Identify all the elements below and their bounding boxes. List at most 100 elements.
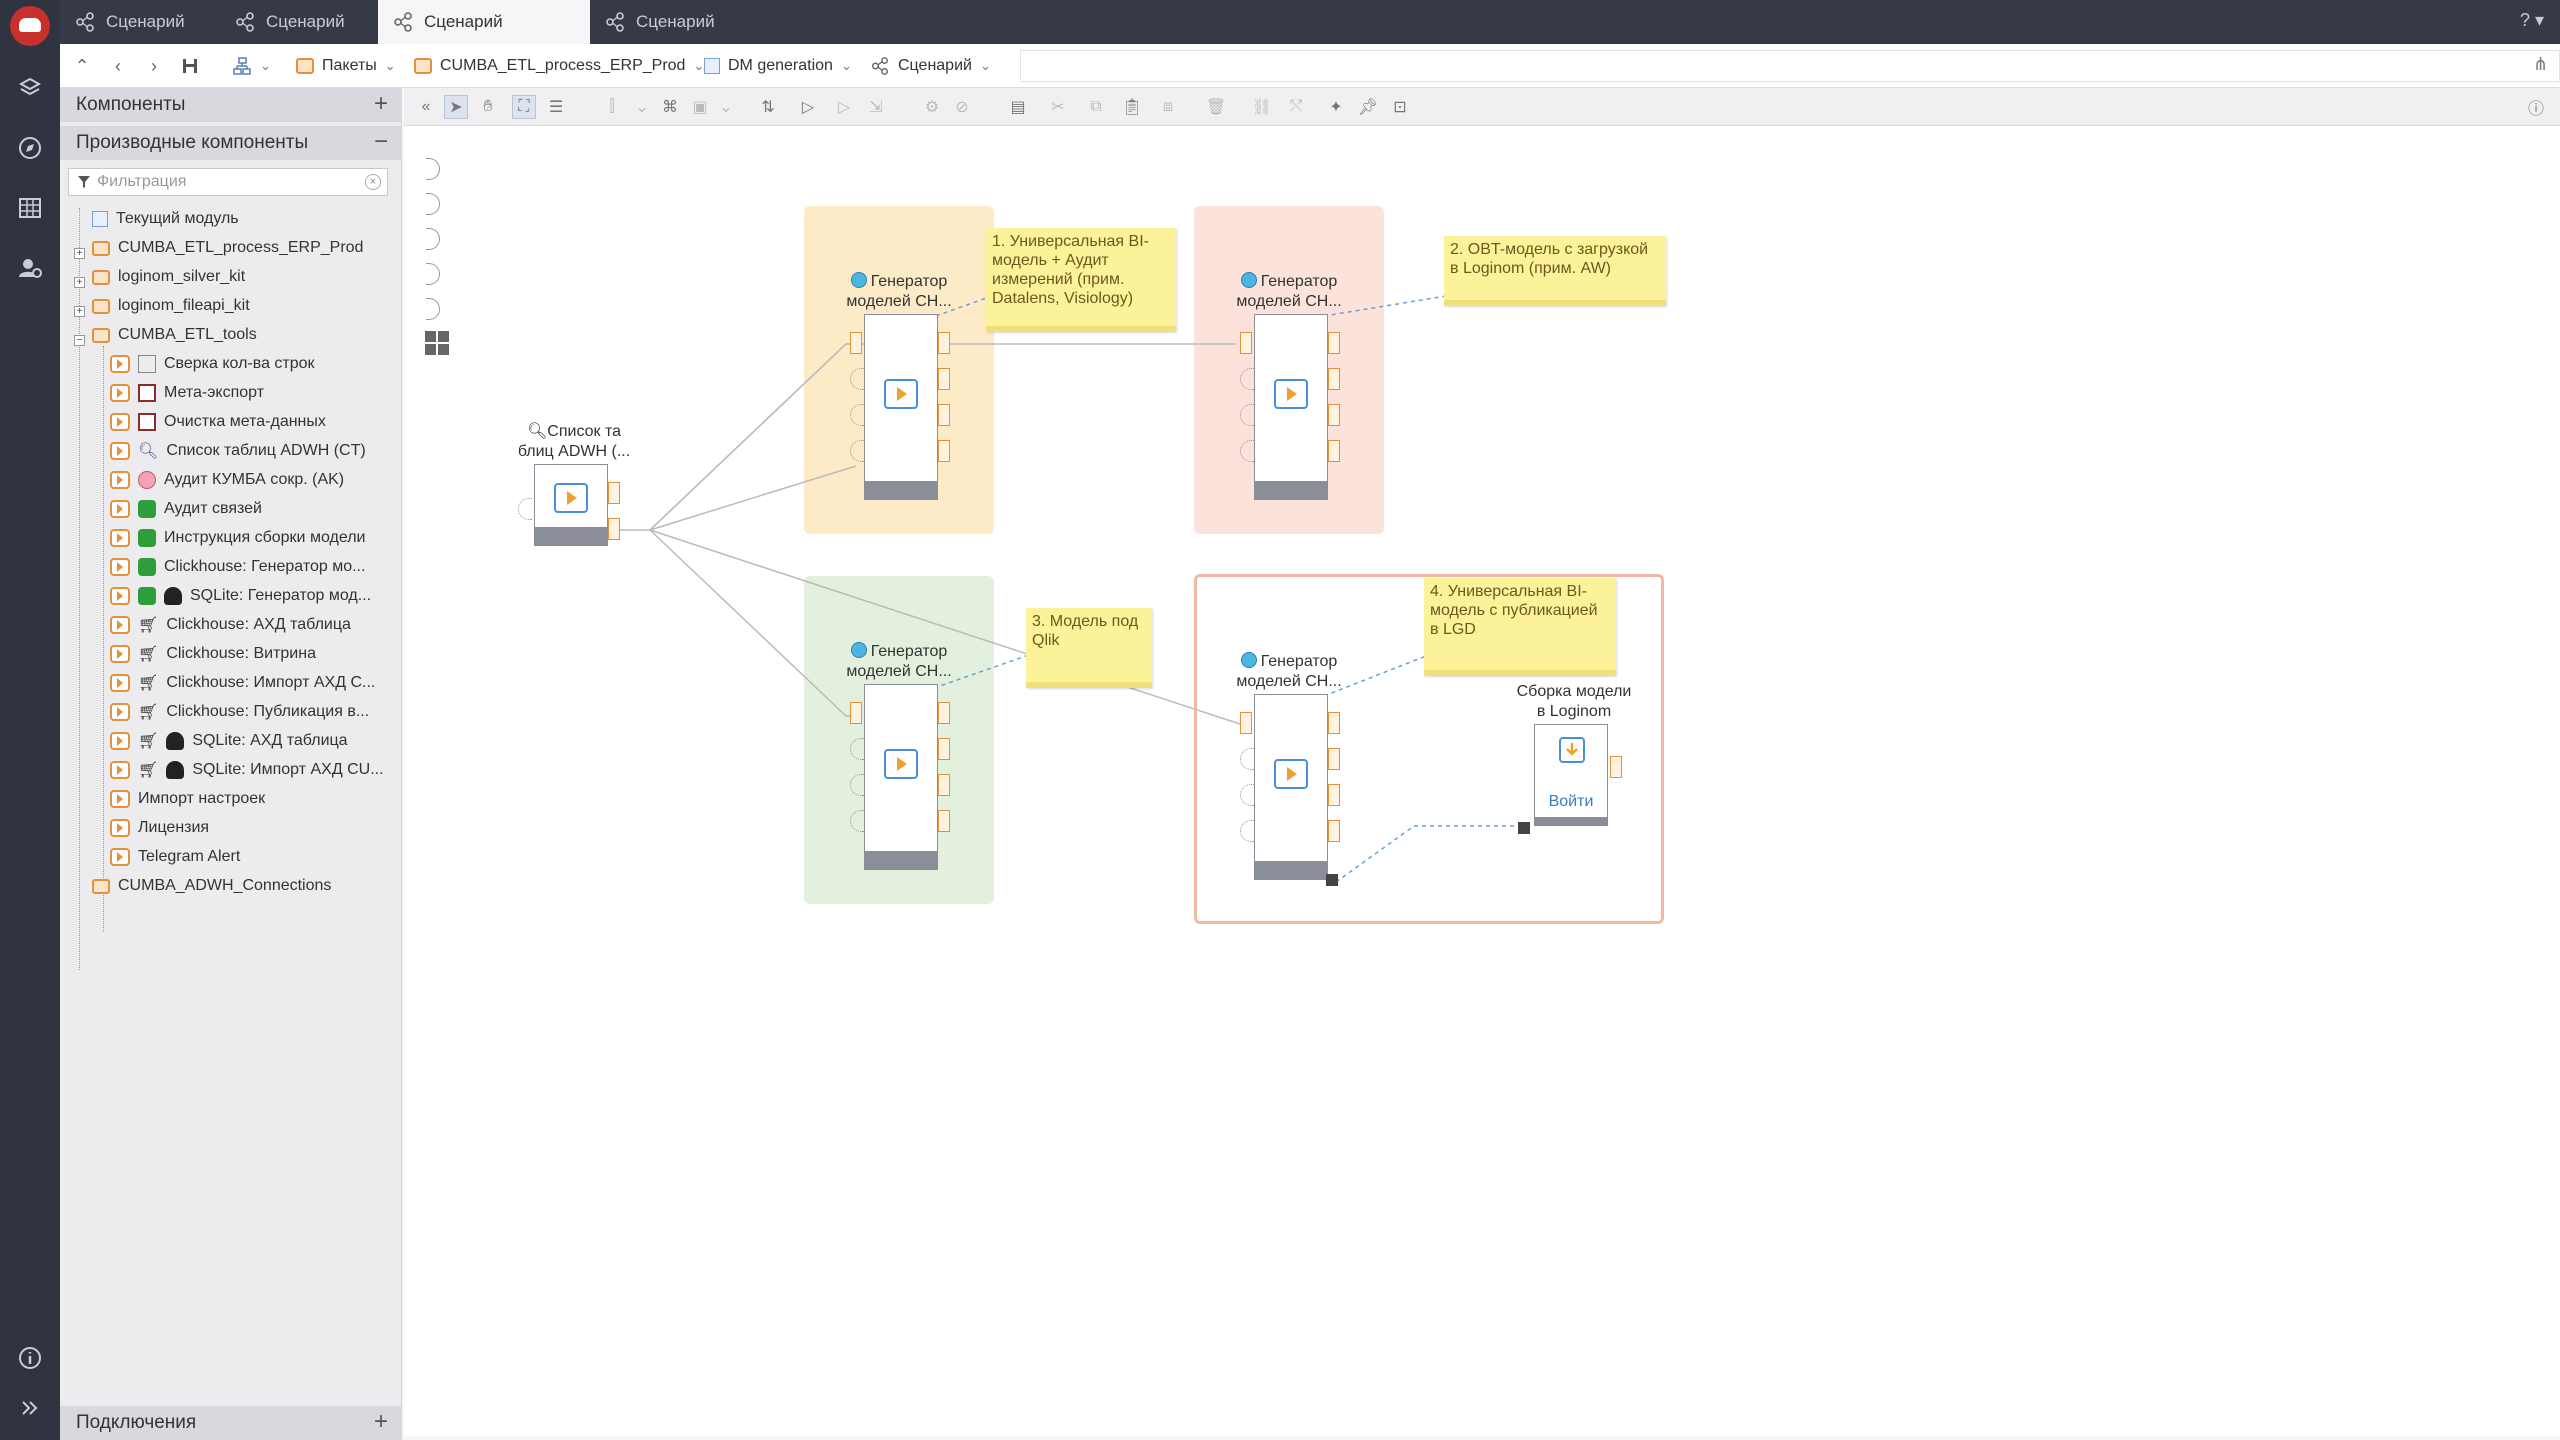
play-icon[interactable] bbox=[884, 379, 918, 409]
wand-icon[interactable]: ✦ bbox=[1329, 99, 1343, 116]
output-port[interactable] bbox=[1328, 440, 1340, 462]
output-port[interactable] bbox=[1328, 820, 1340, 842]
frame-dropdown-icon[interactable]: ⌄ bbox=[719, 99, 733, 116]
reset-icon[interactable]: ⊘ bbox=[955, 99, 969, 116]
generator-node-2[interactable] bbox=[1254, 314, 1328, 500]
input-port[interactable] bbox=[850, 404, 864, 426]
expand-icon[interactable]: + bbox=[74, 248, 85, 259]
align-icon[interactable]: ⫿ bbox=[609, 98, 615, 115]
expand-rail-icon[interactable] bbox=[12, 1390, 48, 1426]
breadcrumb-tree-icon[interactable]: ⌄ bbox=[232, 44, 271, 88]
run-icon[interactable]: ▷ bbox=[801, 99, 815, 116]
tree-item-component[interactable]: 🔍︎Список таблиц ADWH (CT) bbox=[110, 438, 366, 464]
breadcrumb-packages[interactable]: Пакеты ⌄ bbox=[296, 44, 396, 88]
info-icon[interactable]: ⓘ bbox=[2527, 101, 2544, 118]
link-icon[interactable]: ⛓︎ bbox=[1251, 99, 1273, 116]
share-icon[interactable]: ⋔ bbox=[2532, 54, 2548, 74]
play-icon[interactable] bbox=[1274, 379, 1308, 409]
tree-item-component[interactable]: Аудит связей bbox=[110, 496, 262, 522]
output-port[interactable] bbox=[1328, 712, 1340, 734]
output-port[interactable] bbox=[938, 810, 950, 832]
tree-item-package[interactable]: CUMBA_ETL_tools bbox=[92, 322, 257, 348]
breadcrumb-scenario[interactable]: Сценарий ⌄ bbox=[870, 44, 991, 88]
tree-item-component[interactable]: 🛒︎Clickhouse: Витрина bbox=[110, 641, 316, 667]
delete-icon[interactable]: 🗑︎ bbox=[1205, 99, 1227, 116]
tree-item-component[interactable]: Лицензия bbox=[110, 815, 209, 841]
sticky-note-2[interactable]: 2. OBT-модель с загрузкой в Loginom (при… bbox=[1444, 236, 1666, 306]
output-port[interactable] bbox=[608, 518, 620, 540]
paste-icon[interactable]: 📋︎ bbox=[1121, 99, 1143, 116]
input-port[interactable] bbox=[850, 440, 864, 462]
input-port[interactable] bbox=[850, 332, 862, 354]
output-port[interactable] bbox=[1328, 368, 1340, 390]
output-port[interactable] bbox=[938, 332, 950, 354]
sticky-note-3[interactable]: 3. Модель под Qlik bbox=[1026, 608, 1152, 688]
align-dropdown-icon[interactable]: ⌄ bbox=[635, 99, 649, 116]
sticky-note-4[interactable]: 4. Универсальная BI-модель с публикацией… bbox=[1424, 578, 1616, 676]
tree-item-component[interactable]: SQLite: Генератор мод... bbox=[110, 583, 371, 609]
tree-item-component[interactable]: Инструкция сборки модели bbox=[110, 525, 365, 551]
input-port[interactable] bbox=[850, 368, 864, 390]
order-icon[interactable]: ⇅ bbox=[761, 99, 775, 116]
save-icon[interactable] bbox=[176, 52, 204, 80]
forward-arrow-icon[interactable]: › bbox=[151, 55, 157, 76]
output-port[interactable] bbox=[1328, 748, 1340, 770]
input-port[interactable] bbox=[1240, 784, 1254, 806]
back-arrow-icon[interactable]: ‹ bbox=[115, 55, 121, 76]
collapse-tree-icon[interactable]: − bbox=[74, 335, 85, 346]
output-port[interactable] bbox=[1328, 784, 1340, 806]
tree-item-component[interactable]: Clickhouse: Генератор мо... bbox=[110, 554, 365, 580]
info-icon[interactable] bbox=[12, 1340, 48, 1376]
tree-item-package[interactable]: loginom_silver_kit bbox=[92, 264, 245, 290]
cut-icon[interactable]: ✂︎ bbox=[1051, 99, 1065, 116]
tab-scenario-2[interactable]: Сценарий bbox=[220, 0, 378, 44]
input-port[interactable] bbox=[1240, 404, 1254, 426]
output-port[interactable] bbox=[938, 404, 950, 426]
tree-item-component[interactable]: 🛒︎Clickhouse: Публикация в... bbox=[110, 699, 369, 725]
input-port[interactable] bbox=[850, 702, 862, 724]
note-icon[interactable]: ▤ bbox=[1010, 99, 1026, 116]
up-arrow-icon[interactable]: ⌃ bbox=[74, 55, 90, 76]
duplicate-icon[interactable]: ⧈ bbox=[1162, 98, 1174, 115]
play-icon[interactable] bbox=[884, 749, 918, 779]
input-port[interactable] bbox=[1240, 820, 1254, 842]
export-icon[interactable]: ⊡ bbox=[1393, 99, 1407, 116]
input-port[interactable] bbox=[518, 498, 532, 520]
breadcrumb-package[interactable]: CUMBA_ETL_process_ERP_Prod ⌄ bbox=[414, 44, 704, 88]
input-port[interactable] bbox=[1240, 332, 1252, 354]
tree-item-component[interactable]: 🛒︎SQLite: АХД таблица bbox=[110, 728, 348, 754]
build-node[interactable]: Войти bbox=[1534, 724, 1608, 826]
collapse-icon[interactable]: − bbox=[373, 128, 388, 155]
input-port[interactable] bbox=[850, 738, 864, 760]
control-port-icon[interactable] bbox=[1518, 822, 1530, 834]
derived-components-header[interactable]: Производные компоненты − bbox=[60, 126, 402, 160]
tree-item-component[interactable]: 🛒︎Clickhouse: АХД таблица bbox=[110, 612, 351, 638]
output-port[interactable] bbox=[938, 440, 950, 462]
output-port[interactable] bbox=[938, 774, 950, 796]
filter-input[interactable]: Фильтрация × bbox=[68, 168, 388, 196]
output-port[interactable] bbox=[1328, 332, 1340, 354]
output-port[interactable] bbox=[1610, 756, 1622, 778]
tree-item-component[interactable]: Очистка мета-данных bbox=[110, 409, 326, 435]
generator-node-4[interactable] bbox=[1254, 694, 1328, 880]
input-port[interactable] bbox=[850, 810, 864, 832]
group-icon[interactable]: ⌘ bbox=[662, 99, 678, 116]
tab-scenario-3[interactable]: Сценарий bbox=[378, 0, 590, 44]
grid-icon[interactable] bbox=[424, 330, 450, 356]
unlink-icon[interactable]: ⤲ bbox=[1289, 98, 1303, 115]
run-step-icon[interactable]: ▷ bbox=[837, 99, 851, 116]
tree-item-component[interactable]: Сверка кол-ва строк bbox=[110, 351, 315, 377]
clear-filter-icon[interactable]: × bbox=[365, 174, 381, 190]
expand-icon[interactable]: + bbox=[74, 277, 85, 288]
sticky-note-1[interactable]: 1. Универсальная BI-модель + Аудит измер… bbox=[986, 228, 1176, 332]
generator-node-1[interactable] bbox=[864, 314, 938, 500]
tree-item-current-module[interactable]: Текущий модуль bbox=[92, 206, 239, 232]
tree-item-package[interactable]: CUMBA_ETL_process_ERP_Prod bbox=[92, 235, 363, 261]
copy-icon[interactable]: ⧉ bbox=[1090, 98, 1102, 115]
add-icon[interactable]: + bbox=[373, 90, 388, 117]
pointer-tool-icon[interactable]: ➤ bbox=[444, 95, 468, 119]
fit-view-icon[interactable]: ⛶ bbox=[512, 95, 536, 119]
tree-item-package[interactable]: CUMBA_ADWH_Connections bbox=[92, 873, 331, 899]
output-port[interactable] bbox=[608, 482, 620, 504]
